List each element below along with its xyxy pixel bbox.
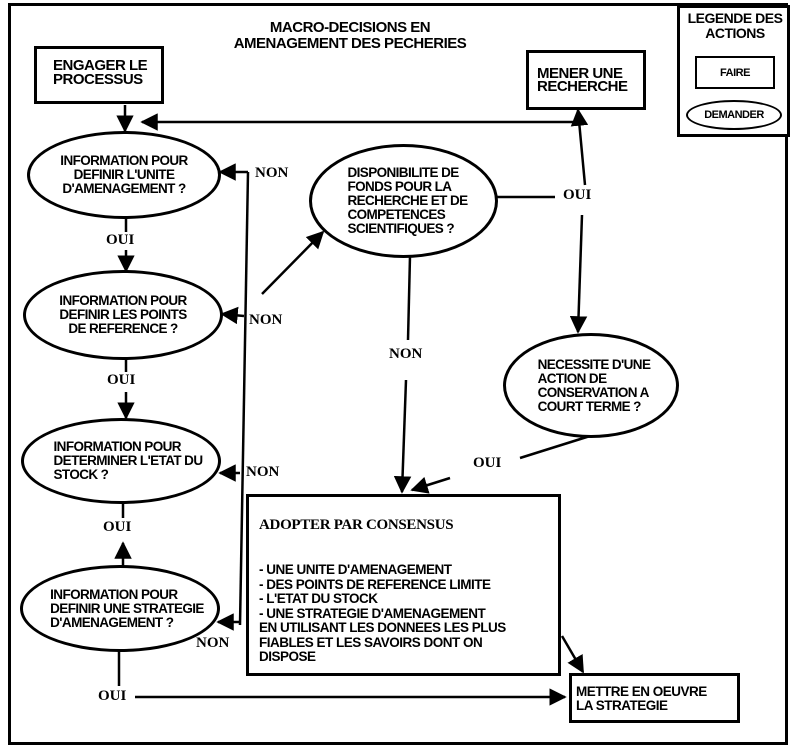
consensus-footer-1: EN UTILISANT LES DONNEES LES PLUS (259, 620, 506, 635)
legend-do-label: FAIRE (720, 66, 750, 79)
node-unit-line-2: DEFINIR L'UNITE (73, 167, 175, 182)
node-stock-text: INFORMATION POUR DETERMINER L'ETAT DU ST… (53, 439, 204, 482)
node-question-research-funds: DISPONIBILITE DE FONDS POUR LA RECHERCHE… (309, 144, 498, 258)
consensus-heading: ADOPTER PAR CONSENSUS (259, 517, 454, 533)
node-strategy-line-2: DEFINIR UNE STRATEGIE (50, 600, 204, 616)
node-unit-line-3: D'AMENAGEMENT ? (62, 181, 186, 196)
consensus-item-1: - UNE UNITE D'AMENAGEMENT (259, 562, 452, 577)
node-adopt-by-consensus: ADOPTER PAR CONSENSUS - UNE UNITE D'AMEN… (246, 494, 561, 676)
node-ref-line-2: DEFINIR LES POINTS (59, 307, 187, 322)
consensus-item-3: - L'ETAT DU STOCK (259, 591, 378, 606)
node-research-text: MENER UNE RECHERCHE (537, 65, 628, 95)
label-oui-strategy: OUI (98, 688, 127, 704)
node-start-line-1: ENGAGER LE (53, 57, 148, 74)
node-funds-line-2: FONDS POUR LA (347, 179, 452, 194)
legend-title: LEGENDE DES ACTIONS (680, 11, 790, 41)
label-non-strategy: NON (196, 635, 230, 651)
node-stock-line-2: DETERMINER L'ETAT DU (53, 453, 204, 468)
node-stock-line-1: INFORMATION POUR (53, 439, 182, 454)
node-implement-text: METTRE EN OEUVRE LA STRATEGIE (576, 685, 707, 713)
label-oui-ref: OUI (107, 372, 136, 388)
edge-conservation-oui-bottom (410, 476, 451, 494)
label-non-stock: NON (246, 464, 280, 480)
legend-do-box: FAIRE (695, 56, 775, 89)
node-conservation-line-3: CONSERVATION A (537, 384, 650, 400)
node-ref-text: INFORMATION POUR DEFINIR LES POINTS DE R… (59, 293, 187, 336)
node-conservation-line-1: NECESSITE D'UNE (537, 356, 651, 372)
node-implement-line-1: METTRE EN OEUVRE (576, 684, 707, 699)
consensus-item-4: - UNE STRATEGIE D'AMENAGEMENT (259, 605, 486, 621)
non-bus-line (238, 171, 250, 626)
node-stock-line-3: STOCK ? (53, 467, 109, 482)
node-unit-line-1: INFORMATION POUR (60, 153, 188, 168)
node-implement-strategy: METTRE EN OEUVRE LA STRATEGIE (569, 673, 740, 723)
edge-conservation-oui-top (519, 434, 591, 460)
node-question-management-strategy: INFORMATION POUR DEFINIR UNE STRATEGIE D… (20, 565, 220, 652)
node-funds-line-4: COMPETENCES (347, 207, 446, 222)
node-implement-line-2: LA STRATEGIE (576, 698, 668, 713)
node-strategy-line-3: D'AMENAGEMENT ? (50, 614, 174, 630)
node-research-line-1: MENER UNE (537, 65, 623, 82)
edge-non-to-ref (220, 306, 245, 325)
label-oui-conservation: OUI (473, 455, 502, 471)
title-line-1: MACRO-DECISIONS EN (269, 19, 431, 36)
node-conservation-line-2: ACTION DE (537, 370, 607, 386)
title-line-2: AMENAGEMENT DES PECHERIES (233, 35, 467, 52)
legend-title-line-2: ACTIONS (705, 25, 765, 41)
legend-box: LEGENDE DES ACTIONS FAIRE DEMANDER (677, 5, 790, 137)
edge-funds-non-top (406, 255, 412, 341)
node-funds-line-3: RECHERCHE ET DE (347, 193, 468, 208)
edge-to-funds (261, 230, 325, 295)
node-conservation-line-4: COURT TERME ? (537, 398, 642, 414)
diagram-frame (8, 3, 788, 745)
node-funds-line-1: DISPONIBILITE DE (347, 165, 459, 180)
node-question-stock-status: INFORMATION POUR DETERMINER L'ETAT DU ST… (21, 418, 221, 504)
node-question-short-term-conservation: NECESSITE D'UNE ACTION DE CONSERVATION A… (503, 333, 679, 438)
edge-consensus-to-implement (560, 635, 585, 674)
node-unit-text: INFORMATION POUR DEFINIR L'UNITE D'AMENA… (60, 153, 188, 196)
node-question-management-unit: INFORMATION POUR DEFINIR L'UNITE D'AMENA… (27, 131, 221, 219)
node-start-process: ENGAGER LE PROCESSUS (34, 46, 164, 104)
node-conduct-research: MENER UNE RECHERCHE (526, 50, 646, 110)
label-oui-stock: OUI (103, 519, 132, 535)
consensus-item-2: - DES POINTS DE REFERENCE LIMITE (259, 576, 491, 592)
node-ref-line-1: INFORMATION POUR (59, 293, 187, 308)
consensus-body: - UNE UNITE D'AMENAGEMENT - DES POINTS D… (259, 562, 506, 665)
consensus-footer-3: DISPOSE (259, 649, 316, 664)
node-ref-line-3: DE REFERENCE ? (68, 321, 178, 336)
label-oui-funds: OUI (563, 187, 592, 203)
legend-ask-ellipse: DEMANDER (686, 100, 782, 130)
label-oui-unit: OUI (106, 232, 135, 248)
node-conservation-text: NECESSITE D'UNE ACTION DE CONSERVATION A… (537, 356, 651, 414)
node-start-line-2: PROCESSUS (53, 71, 143, 88)
edge-oui-to-research (570, 108, 589, 186)
edge-funds-non-bottom (393, 379, 412, 494)
edge-oui-to-conservation (569, 214, 588, 334)
legend-ask-label: DEMANDER (704, 109, 764, 121)
label-non-funds: NON (389, 346, 423, 362)
legend-title-line-1: LEGENDE DES (687, 10, 783, 26)
label-non-unit: NON (255, 165, 289, 181)
diagram-title: MACRO-DECISIONS EN AMENAGEMENT DES PECHE… (200, 20, 500, 52)
node-question-reference-points: INFORMATION POUR DEFINIR LES POINTS DE R… (23, 270, 223, 360)
node-start-text: ENGAGER LE PROCESSUS (53, 57, 148, 88)
node-strategy-text: INFORMATION POUR DEFINIR UNE STRATEGIE D… (50, 586, 204, 630)
node-funds-line-5: SCIENTIFIQUES ? (347, 221, 454, 236)
label-non-ref: NON (249, 312, 283, 328)
consensus-footer-2: FIABLES ET LES SAVOIRS DONT ON (259, 634, 483, 650)
node-strategy-line-1: INFORMATION POUR (50, 586, 178, 602)
node-funds-text: DISPONIBILITE DE FONDS POUR LA RECHERCHE… (347, 165, 468, 236)
node-research-line-2: RECHERCHE (537, 78, 628, 95)
